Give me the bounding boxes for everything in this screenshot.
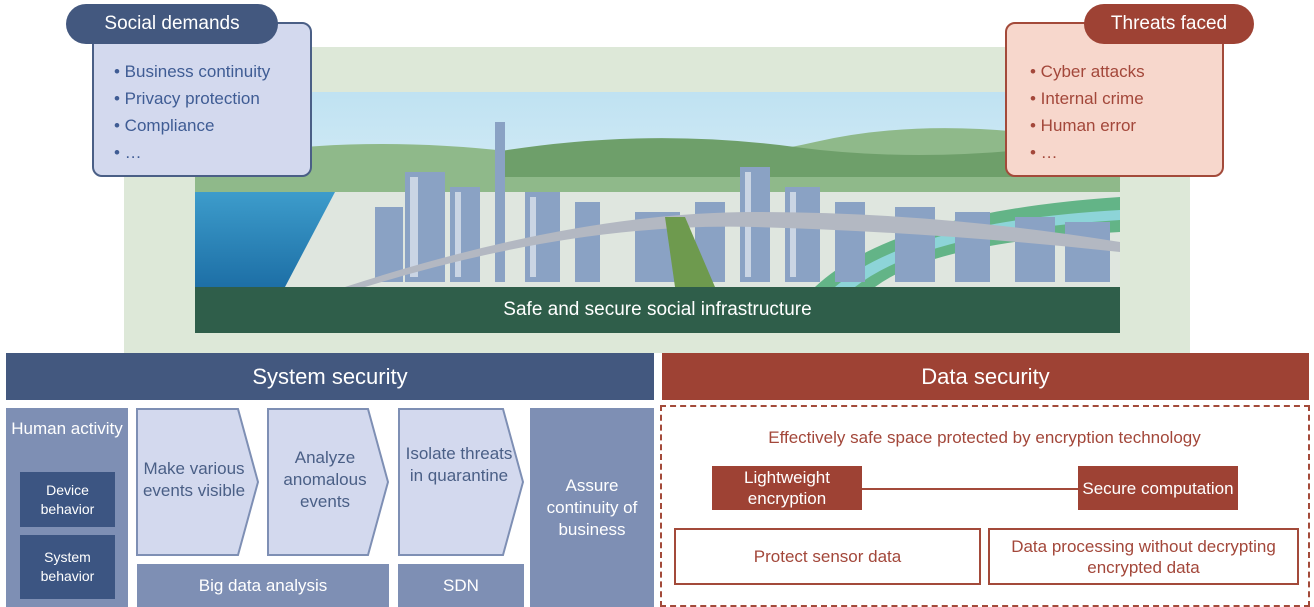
- secure-computation-block: Secure computation: [1078, 466, 1238, 510]
- step-analyze-anomalous-events: Analyze anomalous events: [283, 448, 367, 511]
- protect-sensor-data-block: Protect sensor data: [674, 528, 981, 585]
- threats-title: Threats faced: [1084, 4, 1254, 44]
- safe-space-label: Effectively safe space protected by encr…: [768, 428, 1201, 447]
- infrastructure-banner: Safe and secure social infrastructure: [195, 287, 1120, 333]
- chevron-shape: [136, 408, 260, 556]
- step-make-events-visible: Make various events visible: [142, 459, 246, 500]
- system-security-header: System security: [6, 353, 654, 400]
- lightweight-encryption-block: Lightweight encryption: [712, 466, 862, 510]
- social-demands-title: Social demands: [66, 4, 278, 44]
- process-chevrons: [136, 408, 525, 556]
- social-demands-box: [92, 22, 312, 177]
- system-behavior-block: System behavior: [20, 535, 115, 599]
- social-demands-list: • Business continuity • Privacy protecti…: [114, 58, 270, 166]
- list-item: • Compliance: [114, 116, 215, 135]
- list-item: • …: [1030, 143, 1058, 162]
- human-activity-label: Human activity: [11, 419, 123, 438]
- data-processing-block: Data processing without decrypting encry…: [988, 528, 1299, 585]
- list-item: • …: [114, 143, 142, 162]
- device-behavior-block: Device behavior: [20, 472, 115, 527]
- chevron-shape: [398, 408, 525, 556]
- list-item: • Human error: [1030, 116, 1137, 135]
- list-item: • Internal crime: [1030, 89, 1144, 108]
- city-illustration: [195, 92, 1120, 287]
- threats-list: • Cyber attacks • Internal crime • Human…: [1030, 58, 1145, 166]
- list-item: • Cyber attacks: [1030, 62, 1145, 81]
- list-item: • Business continuity: [114, 62, 271, 81]
- chevron-shape: [267, 408, 390, 556]
- step-isolate-threats: Isolate threats in quarantine: [405, 444, 513, 485]
- assure-continuity-block: Assure continuity of business: [530, 408, 654, 607]
- sdn-block: SDN: [398, 564, 524, 607]
- threats-box: [1005, 22, 1224, 177]
- list-item: • Privacy protection: [114, 89, 260, 108]
- big-data-analysis-block: Big data analysis: [137, 564, 389, 607]
- connector-line: [860, 488, 1080, 490]
- safe-space-frame: [660, 405, 1310, 607]
- data-security-header: Data security: [662, 353, 1309, 400]
